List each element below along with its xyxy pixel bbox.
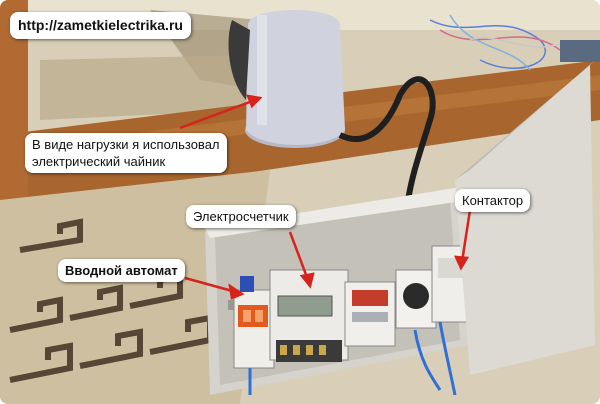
arrow-breaker [184,276,237,294]
blue-wires [248,321,457,396]
kettle [228,10,345,148]
arrow-meter-head [299,272,315,289]
voltage-relay [344,281,396,347]
arrow-kettle [179,98,256,130]
kettle-label-line1: В виде нагрузки я использовал [32,137,220,152]
arrow-kettle-head [246,94,263,109]
enclosure-door [455,65,595,375]
meter-label: Электросчетчик [186,205,296,228]
annotation-arrows [179,94,472,300]
arrow-contactor [460,209,472,263]
breaker-label: Вводной автомат [58,259,185,282]
input-breaker [233,276,275,369]
arrow-contactor-head [453,255,470,271]
blue-box [560,40,600,62]
kettle-label: В виде нагрузки я использовал электричес… [25,133,227,173]
kettle-label-line2: электрический чайник [32,154,166,169]
socket [395,269,437,329]
arrow-meter [288,231,310,281]
watermark-url: http://zametkielectrika.ru [10,12,191,39]
arrow-breaker-head [228,283,245,300]
wires-pile [429,14,571,71]
contactor-label: Контактор [455,189,531,212]
